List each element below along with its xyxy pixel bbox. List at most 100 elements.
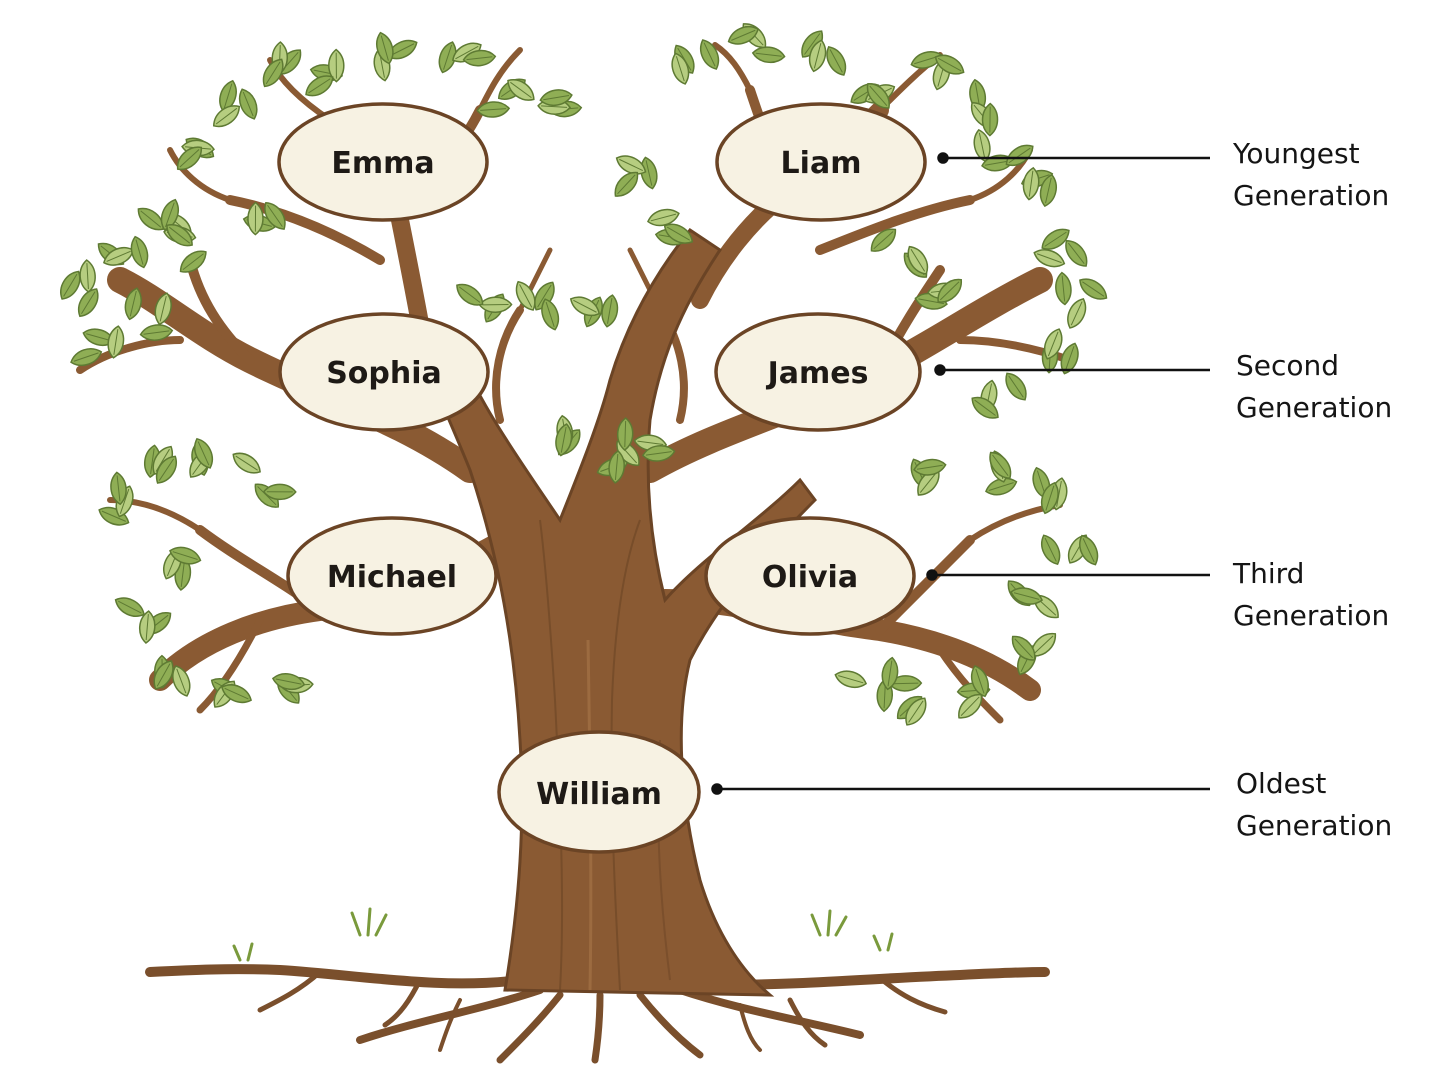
leaf-icon — [866, 83, 890, 109]
leaf-icon — [614, 171, 639, 197]
generation-label-second: Second Generation — [1236, 349, 1392, 424]
root-icon — [257, 969, 323, 1013]
leaf-icon — [1005, 372, 1027, 401]
member-node-sophia: Sophia — [278, 312, 490, 432]
leaf-icon — [110, 471, 127, 506]
leaf-icon — [539, 89, 573, 107]
leaf-icon — [1039, 173, 1057, 208]
leaf-icon — [981, 102, 999, 137]
leaf-icon — [79, 259, 96, 293]
root-icon — [356, 986, 544, 1044]
root-icon — [382, 977, 423, 1028]
member-name: Michael — [327, 560, 457, 595]
leader-dot-oldest — [711, 783, 723, 795]
tree-branch — [492, 306, 524, 424]
leaf-icon — [515, 280, 536, 311]
member-node-olivia: Olivia — [704, 516, 916, 636]
leaf-icon — [176, 146, 203, 170]
member-node-william: William — [497, 730, 701, 854]
leaf-icon — [727, 25, 759, 45]
leaf-icon — [905, 697, 927, 726]
leaf-icon — [1041, 481, 1059, 515]
leaf-icon — [376, 31, 394, 65]
generation-label-line-1: Youngest — [1232, 137, 1360, 170]
member-name: James — [766, 356, 869, 391]
leaf-icon — [601, 294, 619, 328]
root-icon — [787, 997, 828, 1048]
leaf-icon — [541, 298, 559, 331]
tree-branch — [815, 195, 975, 255]
leaf-icon — [881, 656, 899, 691]
root-icon — [438, 998, 462, 1052]
leaf-icon — [1022, 166, 1040, 201]
member-name: William — [536, 777, 662, 812]
tree-branch — [225, 195, 385, 265]
leaf-icon — [60, 270, 81, 300]
leader-dot-third — [926, 569, 938, 581]
leaf-icon — [534, 281, 555, 311]
leaf-icon — [870, 228, 897, 252]
generation-label-line-2: Generation — [1233, 599, 1389, 632]
tree-branch — [196, 616, 264, 714]
generation-label-line-2: Generation — [1233, 179, 1389, 212]
member-name: Liam — [781, 146, 862, 181]
leaf-icon — [907, 245, 929, 275]
leaf-icon — [153, 660, 174, 690]
root-icon — [676, 986, 864, 1039]
root-icon — [145, 964, 525, 989]
root-icon — [636, 991, 704, 1059]
member-name: Olivia — [762, 560, 858, 595]
leaf-icon — [139, 324, 174, 341]
root-icon — [877, 975, 948, 1015]
leaf-icon — [478, 296, 513, 313]
member-name: Sophia — [326, 356, 442, 391]
generation-label-line-2: Generation — [1236, 809, 1392, 842]
leaf-icon — [989, 451, 1012, 479]
leaf-icon — [834, 670, 868, 688]
leaf-icon — [130, 235, 149, 269]
leaf-icon — [194, 437, 214, 469]
leaf-icon — [247, 201, 264, 236]
leaf-icon — [328, 48, 345, 83]
leaf-icon — [555, 423, 573, 457]
leaf-icon — [507, 79, 535, 101]
leaf-icon — [154, 292, 172, 326]
tree-branch — [956, 336, 1074, 364]
tree-branch — [875, 535, 975, 635]
leaf-icon — [826, 46, 847, 76]
leaf-icon — [569, 296, 601, 317]
leaf-icon — [262, 58, 284, 88]
leaf-icon — [663, 223, 694, 244]
leaf-icon — [232, 452, 261, 474]
leaf-icon — [1067, 297, 1087, 329]
generation-label-line-1: Second — [1236, 349, 1339, 382]
leaf-icon — [103, 247, 135, 266]
leader-dot-youngest — [937, 152, 949, 164]
generation-leader-lines — [711, 152, 1210, 795]
leaf-icon — [1005, 144, 1034, 167]
leaf-icon — [139, 610, 156, 644]
member-node-emma: Emma — [277, 102, 489, 222]
leaf-icon — [971, 665, 989, 698]
leaf-icon — [264, 202, 286, 230]
generation-label-line-2: Generation — [1236, 391, 1392, 424]
leaf-icon — [462, 49, 497, 67]
leaf-icon — [700, 39, 720, 70]
leaf-icon — [107, 325, 125, 359]
root-icon — [496, 991, 564, 1064]
member-node-michael: Michael — [286, 516, 498, 636]
leaf-icon — [1010, 587, 1043, 605]
generation-label-oldest: Oldest Generation — [1236, 767, 1392, 842]
leaf-icon — [160, 198, 179, 231]
root-icon — [738, 1003, 762, 1052]
leaf-icon — [166, 224, 193, 247]
tree-leaves — [60, 23, 1108, 726]
generation-label-third: Third Generation — [1232, 557, 1389, 632]
leaf-icon — [1041, 228, 1070, 250]
leaf-icon — [751, 46, 786, 63]
generation-label-line-1: Oldest — [1236, 767, 1326, 800]
leaf-icon — [221, 684, 252, 704]
tree-branch — [185, 255, 255, 365]
leaf-icon — [114, 597, 145, 617]
leaf-icon — [808, 39, 827, 73]
